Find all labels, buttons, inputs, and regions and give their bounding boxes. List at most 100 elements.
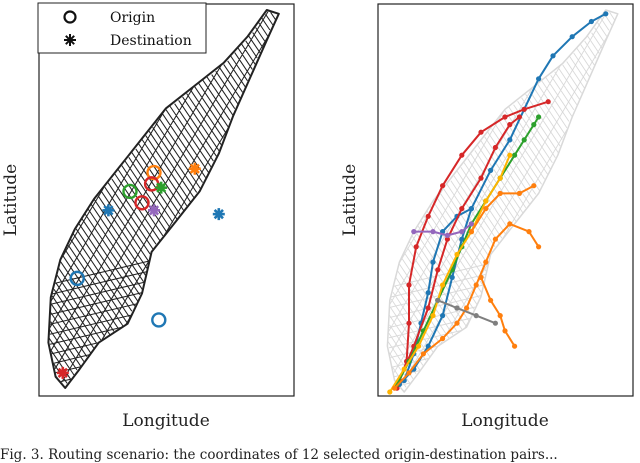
route-node — [430, 229, 436, 235]
route-node — [440, 282, 446, 288]
right-routes — [387, 11, 609, 395]
route-node — [588, 18, 595, 25]
route-node — [507, 137, 513, 143]
destination-marker — [102, 204, 115, 217]
destination-marker — [155, 181, 168, 194]
route-node — [497, 190, 503, 196]
route-node — [406, 282, 412, 288]
destination-marker — [188, 162, 201, 175]
route-node — [526, 229, 532, 235]
route-node — [516, 190, 523, 196]
route-node — [440, 335, 446, 342]
route-node — [531, 122, 537, 128]
route-node — [569, 34, 575, 40]
route-node — [478, 274, 484, 280]
route-line — [388, 154, 511, 393]
route-node — [483, 259, 489, 265]
route-node — [406, 320, 412, 326]
figure-caption: Fig. 3. Routing scenario: the coordinate… — [0, 448, 558, 463]
island-outline — [47, 9, 280, 389]
route-node — [497, 175, 503, 181]
route-line — [393, 222, 540, 389]
route-node — [459, 206, 465, 212]
route-node — [440, 313, 446, 319]
route-node — [488, 297, 494, 303]
route-node — [406, 370, 412, 376]
route-node — [521, 137, 527, 143]
route — [478, 274, 518, 349]
origin-marker — [122, 183, 138, 200]
route-node — [468, 206, 474, 212]
legend-box — [37, 2, 207, 54]
origin-marker — [69, 270, 85, 287]
route-node — [387, 389, 393, 395]
route-node — [454, 251, 460, 258]
route-node — [444, 236, 450, 242]
route-node — [425, 290, 431, 296]
route-node — [483, 206, 489, 212]
route-node — [435, 267, 441, 273]
route-node — [459, 152, 465, 158]
left-x-axis-title: Longitude — [122, 411, 210, 431]
route-node — [425, 213, 431, 219]
route — [468, 183, 537, 235]
route-node — [511, 343, 518, 349]
destination-marker — [148, 204, 160, 217]
route-node — [416, 343, 422, 349]
route-node — [444, 232, 450, 238]
route-node — [420, 351, 426, 357]
route-node — [492, 144, 498, 151]
route-line — [398, 116, 521, 381]
legend-origin-icon — [63, 10, 77, 24]
route-node — [454, 305, 460, 311]
route-node — [430, 259, 436, 265]
legend: Origin Destination — [37, 2, 207, 54]
route-node — [521, 106, 527, 112]
legend-destination-icon — [64, 34, 76, 46]
route-node — [502, 328, 508, 334]
legend-origin-label: Origin — [110, 10, 155, 26]
route-node — [401, 366, 407, 372]
route-node — [413, 244, 419, 250]
route-node — [511, 152, 518, 158]
route-node — [478, 129, 484, 135]
island-outline — [386, 9, 619, 393]
right-y-axis-title: Latitude — [340, 164, 360, 236]
route-node — [536, 76, 542, 82]
route-node — [473, 313, 479, 319]
route-node — [603, 11, 609, 17]
origin-marker — [134, 195, 150, 211]
route-line — [396, 100, 549, 389]
route-node — [536, 244, 542, 250]
route-node — [454, 320, 460, 326]
route — [387, 152, 513, 395]
route-node — [449, 274, 455, 280]
route-node — [459, 229, 465, 235]
route-node — [545, 99, 551, 105]
route — [392, 221, 542, 391]
route-node — [468, 229, 474, 235]
route-node — [516, 114, 523, 120]
route-node — [425, 305, 431, 311]
right-route-panel: Longitude Latitude — [340, 3, 634, 431]
route-node — [492, 236, 498, 242]
route-node — [464, 305, 470, 311]
origin-marker — [151, 312, 167, 328]
route — [411, 221, 474, 238]
route-node — [392, 385, 398, 391]
route-node — [478, 175, 484, 181]
left-y-axis-title: Latitude — [1, 164, 21, 236]
route-node — [435, 297, 441, 303]
route-node — [502, 114, 508, 120]
route-node — [411, 229, 417, 235]
route-node — [425, 343, 431, 349]
route-node — [473, 282, 479, 288]
route — [435, 297, 498, 326]
route-line — [437, 299, 496, 325]
left-map-panel: Longitude Latitude Origin Destination — [1, 2, 295, 431]
route-node — [507, 122, 513, 128]
route-node — [536, 114, 542, 120]
route-node — [468, 221, 474, 227]
destination-marker — [212, 208, 225, 221]
